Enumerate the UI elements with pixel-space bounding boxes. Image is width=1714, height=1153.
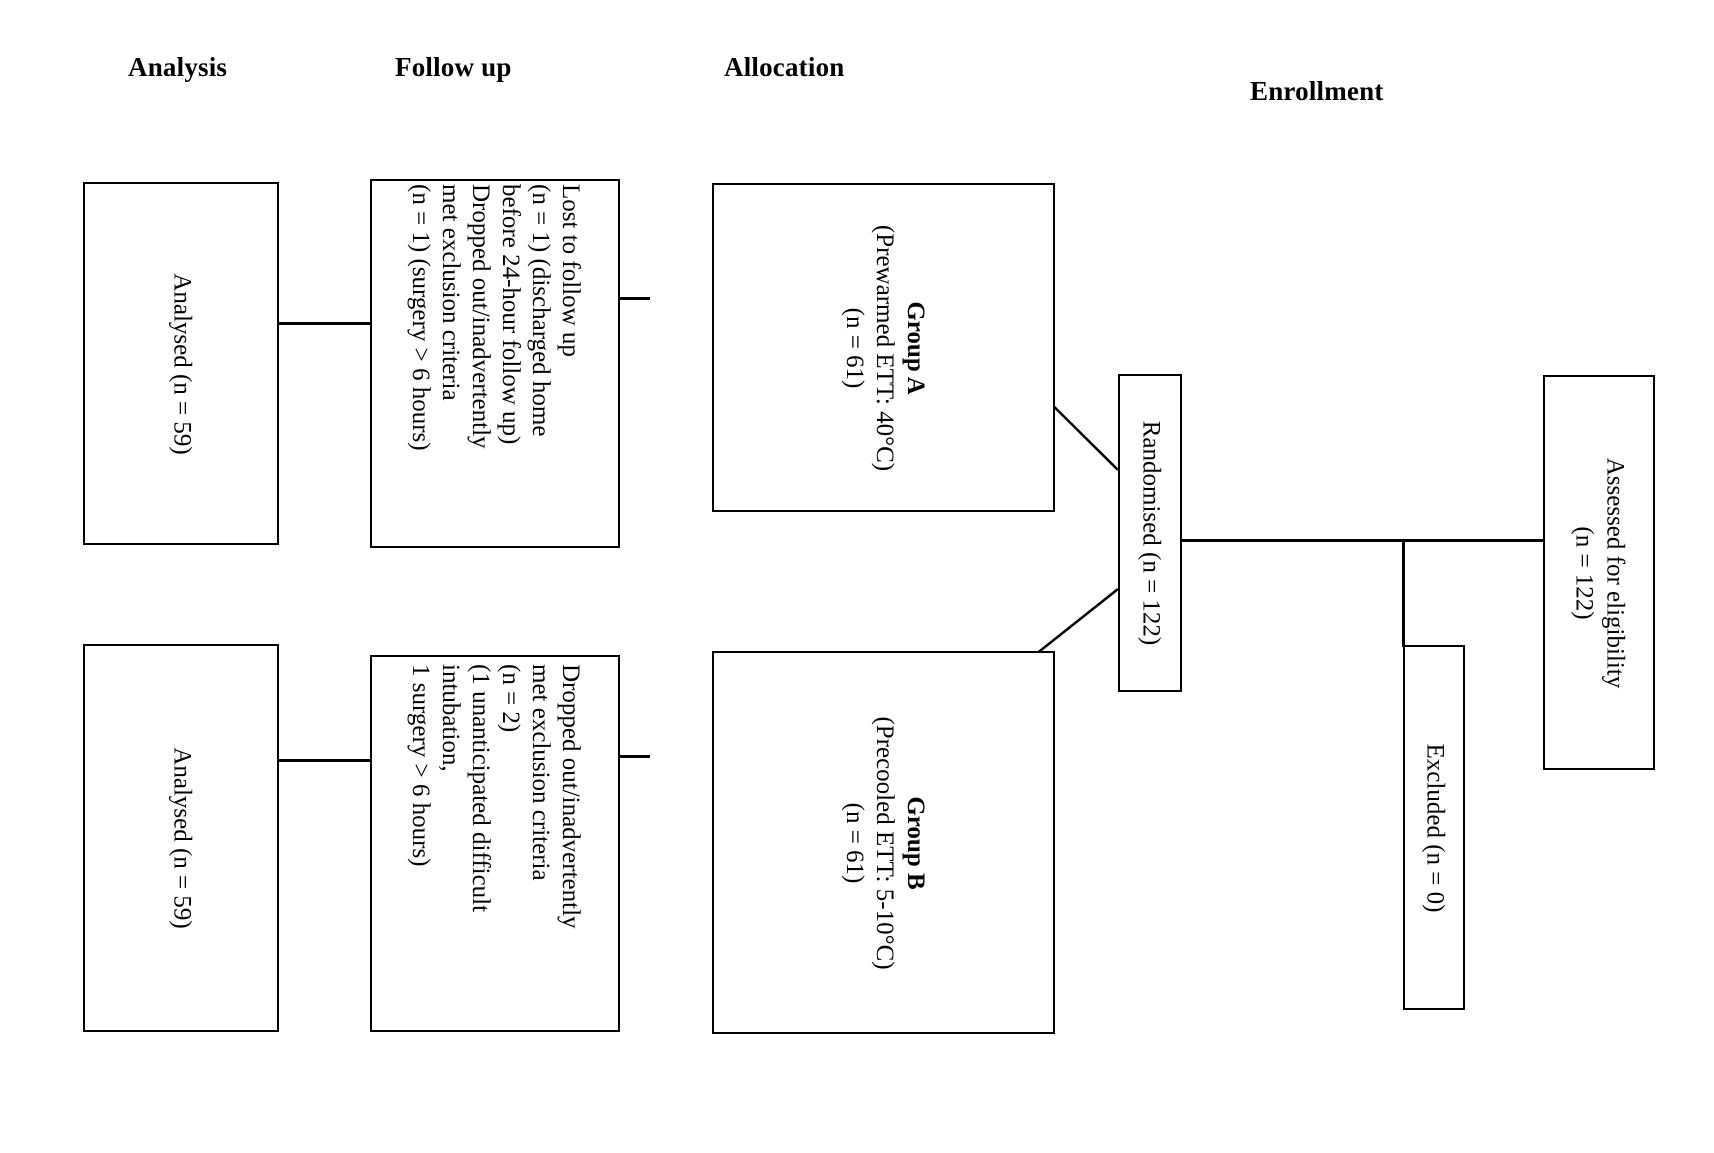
node-analysed-b[interactable]: Analysed (n = 59) [83, 644, 279, 1032]
stage-header-analysis: Analysis [128, 52, 228, 82]
node-followup-a-line-2: (n = 1) (discharged home [527, 183, 554, 436]
node-followup-a-line-1: Lost to follow up [557, 183, 584, 357]
node-followup-a-line-4: Dropped out/inadvertently [467, 183, 494, 449]
node-group-b[interactable]: Group B (Precooled ETT: 5-10°C) (n = 61) [712, 651, 1055, 1034]
node-followup-a[interactable]: Lost to follow up (n = 1) (discharged ho… [370, 179, 620, 548]
node-group-a-line-2: (Prewarmed ETT: 40°C) [870, 224, 898, 471]
node-followup-a-line-5: met exclusion criteria [437, 183, 464, 401]
node-followup-a-text: Lost to follow up (n = 1) (discharged ho… [405, 184, 585, 544]
connector-excluded-branch [1402, 539, 1405, 647]
node-group-b-line-2: (Precooled ETT: 5-10°C) [870, 715, 898, 970]
connector-followup-a-to-analysed-a [276, 322, 372, 325]
node-excluded-text: Excluded (n = 0) [1419, 743, 1450, 912]
node-group-a[interactable]: Group A (Prewarmed ETT: 40°C) (n = 61) [712, 183, 1055, 512]
node-analysed-a[interactable]: Analysed (n = 59) [83, 182, 279, 545]
connector-assessed-to-randomised [1182, 539, 1544, 542]
node-followup-b[interactable]: Dropped out/inadvertently met exclusion … [370, 655, 620, 1032]
node-group-a-text: Group A (Prewarmed ETT: 40°C) (n = 61) [838, 224, 930, 470]
node-assessed-text: Assessed for eligibility (n = 122) [1569, 457, 1630, 688]
node-followup-b-line-4: (1 unanticipated difficult [467, 663, 494, 912]
node-randomised[interactable]: Randomised (n = 122) [1118, 374, 1182, 692]
node-group-b-text: Group B (Precooled ETT: 5-10°C) (n = 61) [838, 716, 930, 969]
node-assessed-line-2: (n = 122) [1571, 525, 1598, 620]
node-randomised-line-1: Randomised (n = 122) [1137, 420, 1165, 646]
stage-header-allocation: Allocation [724, 52, 845, 82]
node-followup-b-text: Dropped out/inadvertently met exclusion … [405, 664, 585, 1024]
node-group-b-line-3: (n = 61) [840, 802, 868, 883]
connector-followup-b-to-analysed-b [276, 759, 372, 762]
node-analysed-a-line-1: Analysed (n = 59) [168, 272, 196, 455]
node-followup-a-line-3: before 24-hour follow up) [497, 183, 524, 444]
node-group-a-line-3: (n = 61) [840, 307, 868, 388]
node-followup-b-line-6: 1 surgery > 6 hours) [407, 663, 434, 867]
node-assessed-line-1: Assessed for eligibility [1601, 457, 1629, 688]
node-followup-a-line-6: (n = 1) (surgery > 6 hours) [407, 183, 434, 451]
node-analysed-b-line-1: Analysed (n = 59) [168, 747, 196, 929]
node-analysed-a-text: Analysed (n = 59) [166, 273, 197, 454]
node-excluded[interactable]: Excluded (n = 0) [1403, 645, 1465, 1010]
node-excluded-line-1: Excluded (n = 0) [1421, 743, 1449, 912]
node-followup-b-line-5: intubation, [437, 663, 464, 772]
node-followup-b-line-1: Dropped out/inadvertently [557, 663, 584, 929]
node-group-b-line-1: Group B [901, 795, 929, 890]
node-assessed-for-eligibility[interactable]: Assessed for eligibility (n = 122) [1543, 375, 1655, 770]
stage-header-enrollment: Enrollment [1250, 76, 1384, 106]
node-randomised-text: Randomised (n = 122) [1135, 421, 1166, 646]
node-group-a-line-1: Group A [901, 300, 929, 395]
stage-header-follow-up: Follow up [395, 52, 512, 82]
node-followup-b-line-3: (n = 2) [497, 663, 524, 732]
node-analysed-b-text: Analysed (n = 59) [166, 747, 197, 928]
node-followup-b-line-2: met exclusion criteria [527, 663, 554, 881]
